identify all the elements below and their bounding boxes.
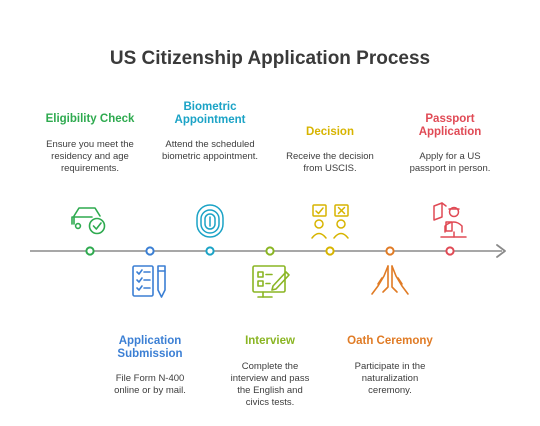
step-title-eligibility: Eligibility Check <box>45 113 135 125</box>
step-desc-interview: Complete the interview and pass the Engl… <box>230 361 310 408</box>
timeline-node-biometric <box>205 246 215 256</box>
step-desc-passport: Apply for a US passport in person. <box>409 151 491 174</box>
page-title: US Citizenship Application Process <box>109 48 431 69</box>
timeline-arrow-head <box>496 244 506 258</box>
timeline-node-oath <box>385 246 395 256</box>
timeline-node-passport <box>445 246 455 256</box>
step-desc-application: File Form N-400 online or by mail. <box>114 373 186 396</box>
step-desc-eligibility: Ensure you meet the residency and age re… <box>46 139 134 174</box>
step-title-biometric: Biometric Appointment <box>174 101 246 126</box>
car-check-icon <box>71 207 106 235</box>
step-desc-decision: Receive the decision from USCIS. <box>286 151 374 174</box>
timeline-node-application <box>145 246 155 256</box>
timeline-node-eligibility <box>85 246 95 256</box>
step-title-interview: Interview <box>245 335 295 347</box>
fingerprint-icon <box>196 204 224 238</box>
timeline-node-interview <box>265 246 275 256</box>
step-title-decision: Decision <box>306 126 354 138</box>
step-title-passport: Passport Application <box>418 113 482 138</box>
step-title-application: Application Submission <box>117 335 183 360</box>
approve-reject-icon <box>311 204 349 239</box>
step-desc-oath: Participate in the naturalization ceremo… <box>354 361 426 396</box>
timeline-node-decision <box>325 246 335 256</box>
passport-person-icon <box>433 202 467 238</box>
step-desc-biometric: Attend the scheduled biometric appointme… <box>161 139 259 162</box>
checklist-monitor-icon <box>252 265 290 298</box>
praying-hands-icon <box>371 265 409 295</box>
form-pen-icon <box>132 265 166 298</box>
step-title-oath: Oath Ceremony <box>347 335 433 347</box>
